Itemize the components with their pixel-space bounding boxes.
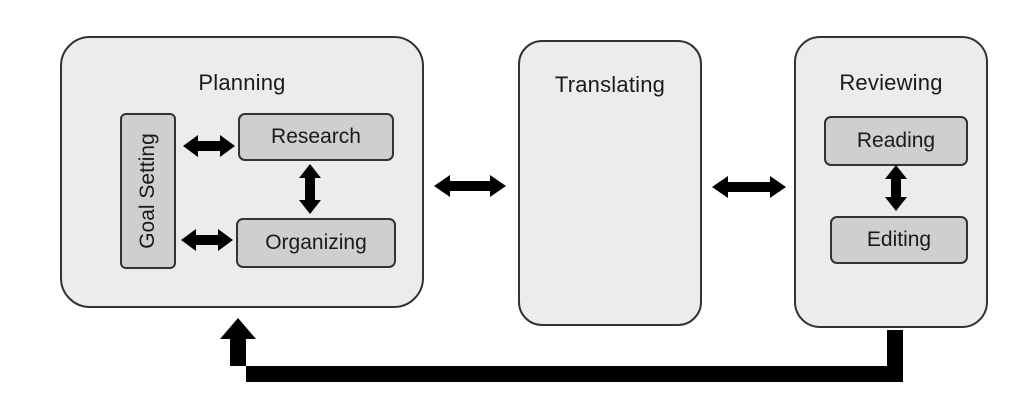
research-box: Research xyxy=(238,113,394,161)
translating-title: Translating xyxy=(554,72,666,97)
research-organizing-arrow xyxy=(299,164,321,214)
goal-organizing-arrow xyxy=(181,229,233,251)
feedback-loop-arrow xyxy=(220,318,903,382)
planning-translating-arrow xyxy=(434,175,506,197)
translating-panel: Translating xyxy=(518,40,702,326)
reading-editing-arrow xyxy=(885,165,907,211)
goal-research-arrow xyxy=(183,135,235,157)
organizing-box: Organizing xyxy=(236,218,396,268)
goal-setting-box: Goal Setting xyxy=(120,113,176,269)
planning-title: Planning xyxy=(198,70,286,95)
planning-panel: Planning Goal Setting Research Organizin… xyxy=(60,36,424,308)
reading-box: Reading xyxy=(824,116,968,166)
reviewing-title: Reviewing xyxy=(839,70,943,95)
translating-reviewing-arrow xyxy=(712,176,786,198)
editing-box: Editing xyxy=(830,216,968,264)
